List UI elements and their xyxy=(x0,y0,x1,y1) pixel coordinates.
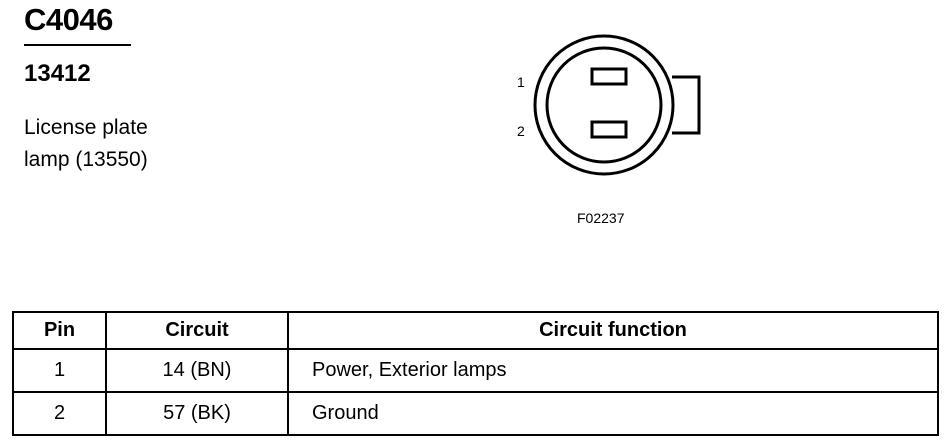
pin-2-terminal xyxy=(590,120,628,139)
function-cell: Ground xyxy=(287,391,939,436)
header-circuit-function: Circuit function xyxy=(287,311,939,350)
figure-code: F02237 xyxy=(577,210,625,226)
header-circuit: Circuit xyxy=(105,311,289,350)
connector-locking-tab xyxy=(672,75,701,135)
component-description: License plate lamp (13550) xyxy=(24,112,148,176)
pin-assignment-table: Pin Circuit Circuit function 1 14 (BN) P… xyxy=(12,311,939,436)
connector-face-diagram: 1 2 xyxy=(517,34,701,176)
table-row: 1 14 (BN) Power, Exterior lamps xyxy=(12,348,939,393)
table-header-row: Pin Circuit Circuit function xyxy=(12,311,939,350)
pin-1-label: 1 xyxy=(517,74,525,90)
pin-cell: 1 xyxy=(12,348,107,393)
part-number: 13412 xyxy=(24,60,91,87)
connector-inner-ring xyxy=(545,46,663,164)
connector-id: C4046 xyxy=(24,2,113,37)
connector-id-underline xyxy=(24,44,131,46)
description-line: License plate xyxy=(24,116,148,139)
function-cell: Power, Exterior lamps xyxy=(287,348,939,393)
circuit-cell: 57 (BK) xyxy=(105,391,289,436)
pin-cell: 2 xyxy=(12,391,107,436)
pin-2-label: 2 xyxy=(517,123,525,139)
circuit-cell: 14 (BN) xyxy=(105,348,289,393)
description-line: lamp (13550) xyxy=(24,148,148,171)
connector-outer-ring xyxy=(533,34,675,176)
header-pin: Pin xyxy=(12,311,107,350)
pin-1-terminal xyxy=(590,67,628,86)
table-row: 2 57 (BK) Ground xyxy=(12,391,939,436)
